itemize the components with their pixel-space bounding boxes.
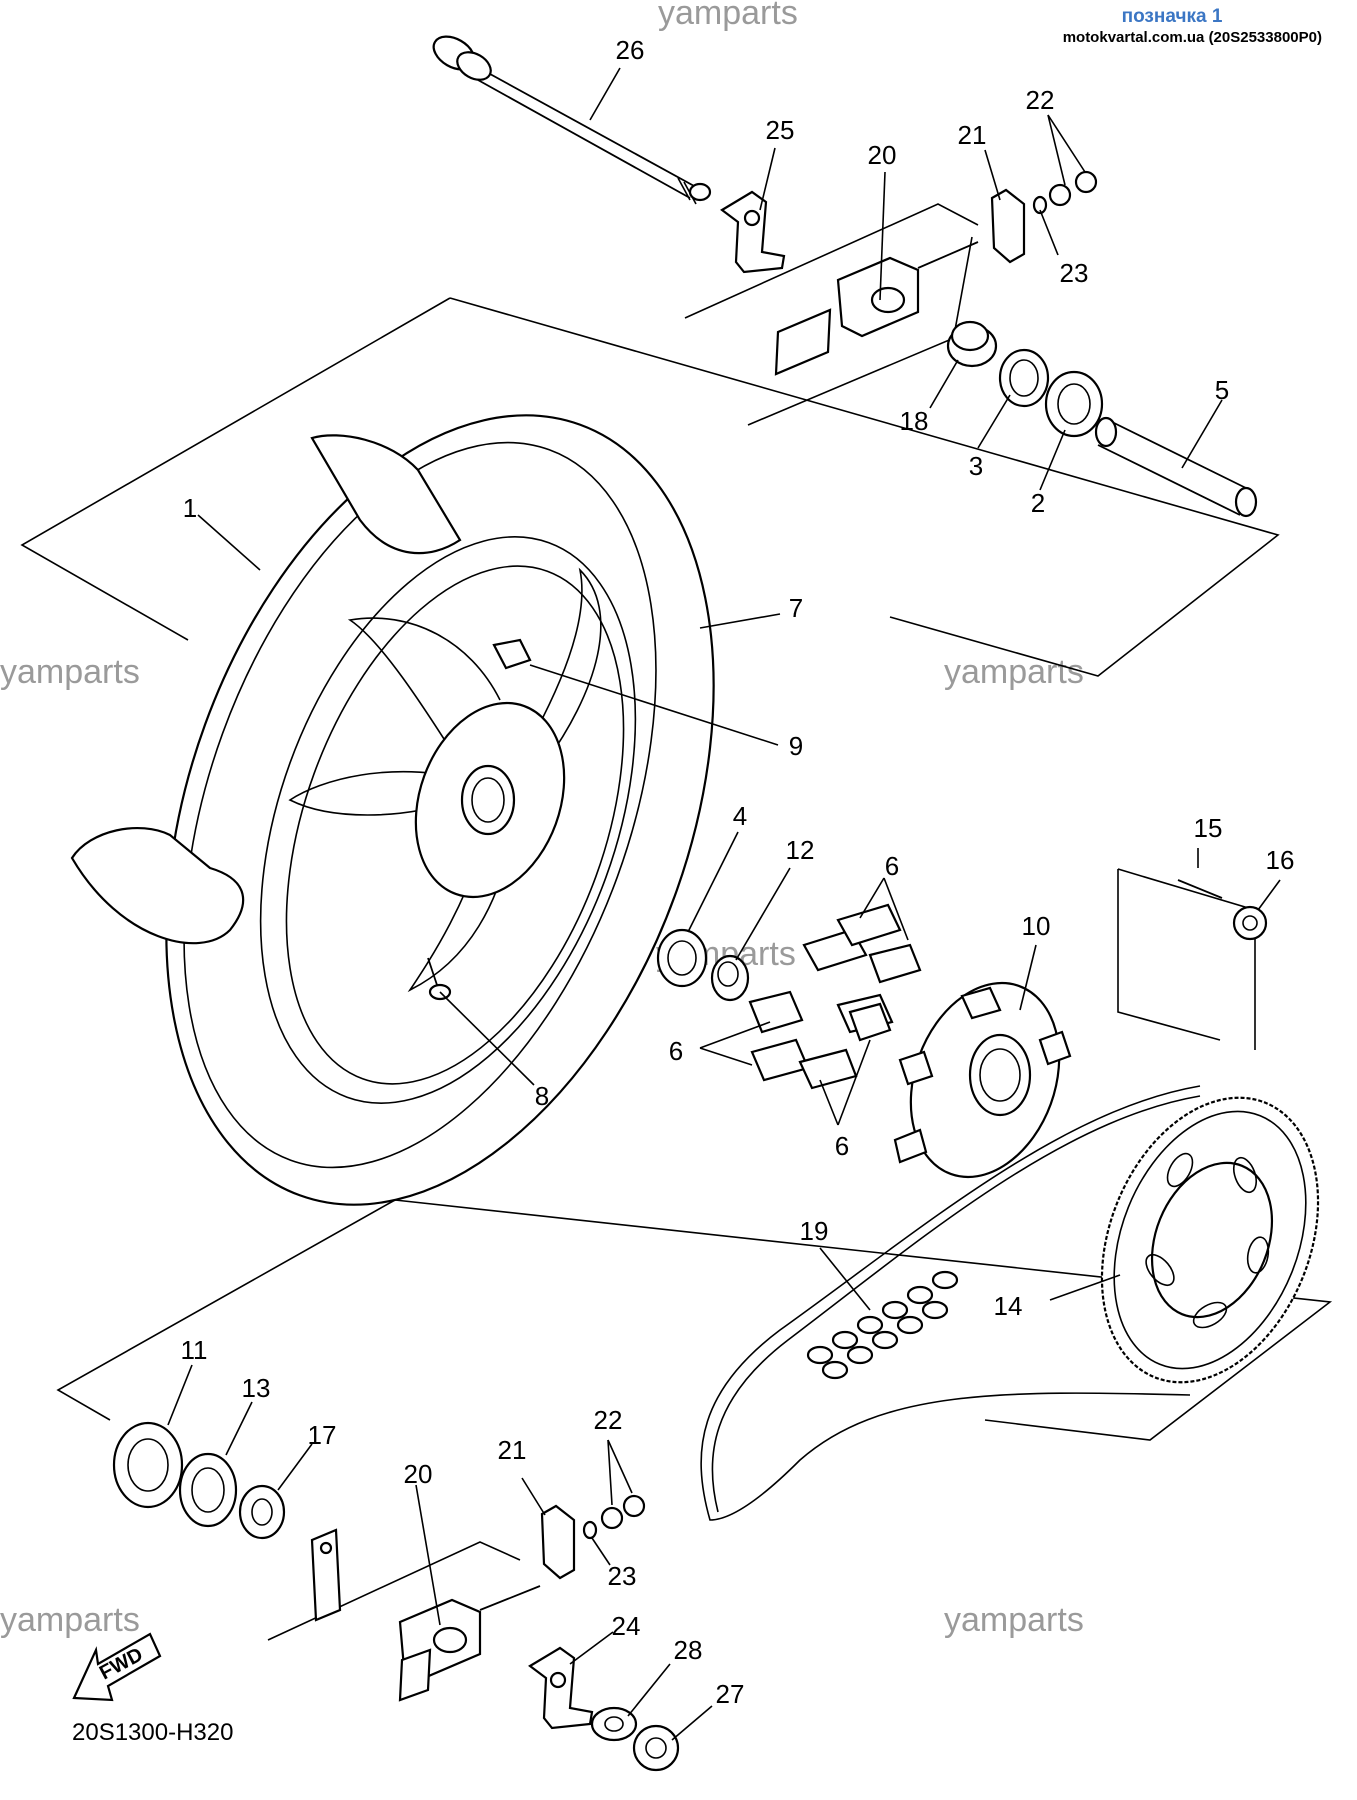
forward-direction-arrow: FWD [72, 1632, 162, 1702]
callout-16: 16 [1266, 845, 1295, 875]
sprocket-stud-and-nut [1177, 879, 1268, 941]
chain-puller-block [774, 241, 979, 376]
leader-lines [167, 67, 1281, 1741]
chain-adjuster-plate [720, 190, 786, 274]
callout-10: 10 [1022, 911, 1051, 941]
callout-numbers: 26 25 20 21 22 23 18 3 2 5 1 7 9 4 12 6 … [181, 35, 1295, 1709]
drive-chain [700, 1085, 1201, 1521]
callout-11: 11 [181, 1335, 208, 1365]
sprocket-hub [893, 981, 1072, 1179]
watermark: yamparts [658, 0, 798, 32]
header-label: позначка 1 [1122, 6, 1223, 27]
callout-26: 26 [616, 35, 645, 65]
callout-2: 2 [1031, 488, 1045, 518]
rear-sprocket [1100, 1096, 1320, 1384]
callout-7: 7 [789, 593, 803, 623]
callout-6: 6 [669, 1036, 683, 1066]
callout-6: 6 [835, 1131, 849, 1161]
callout-13: 13 [242, 1373, 271, 1403]
callout-22: 22 [594, 1405, 623, 1435]
callout-5: 5 [1215, 375, 1229, 405]
callout-17: 17 [308, 1420, 337, 1450]
callout-22: 22 [1026, 85, 1055, 115]
section-guide-lines [20, 203, 1333, 1641]
nuts-washer-top [1032, 170, 1098, 215]
callout-9: 9 [789, 731, 803, 761]
callout-27: 27 [716, 1679, 745, 1709]
callout-12: 12 [786, 835, 815, 865]
callout-19: 19 [800, 1216, 829, 1246]
watermark: yamparts [944, 653, 1084, 691]
lower-adjuster-assembly [310, 1494, 680, 1772]
callout-8: 8 [535, 1081, 549, 1111]
callout-21: 21 [958, 120, 987, 150]
watermark: yamparts [944, 1601, 1084, 1639]
callout-3: 3 [969, 451, 983, 481]
callout-20: 20 [404, 1459, 433, 1489]
callout-23: 23 [1060, 258, 1089, 288]
diagram-code: 20S1300-H320 [72, 1719, 233, 1746]
callout-18: 18 [900, 406, 929, 436]
callout-28: 28 [674, 1635, 703, 1665]
collar-and-bearings-top [946, 320, 1104, 438]
callout-14: 14 [994, 1291, 1023, 1321]
callout-20: 20 [868, 140, 897, 170]
hub-dampers [748, 903, 922, 1090]
hub-bearing-and-collar [656, 928, 750, 1002]
callout-21: 21 [498, 1435, 527, 1465]
header-source: motokvartal.com.ua (20S2533800P0) [1063, 29, 1322, 46]
sprocket-hub-bearings [112, 1421, 286, 1540]
callout-1: 1 [183, 493, 197, 523]
adjuster-cap [990, 188, 1026, 264]
callout-6: 6 [885, 851, 899, 881]
watermark: yamparts [0, 653, 140, 691]
callout-23: 23 [608, 1561, 637, 1591]
rear-wheel-and-tire [70, 414, 715, 1206]
callout-24: 24 [612, 1611, 641, 1641]
callout-4: 4 [733, 801, 747, 831]
callout-15: 15 [1194, 813, 1223, 843]
callout-25: 25 [766, 115, 795, 145]
spacer-tube [1094, 416, 1258, 518]
rear-axle [432, 35, 712, 205]
watermark: yamparts [0, 1601, 140, 1639]
